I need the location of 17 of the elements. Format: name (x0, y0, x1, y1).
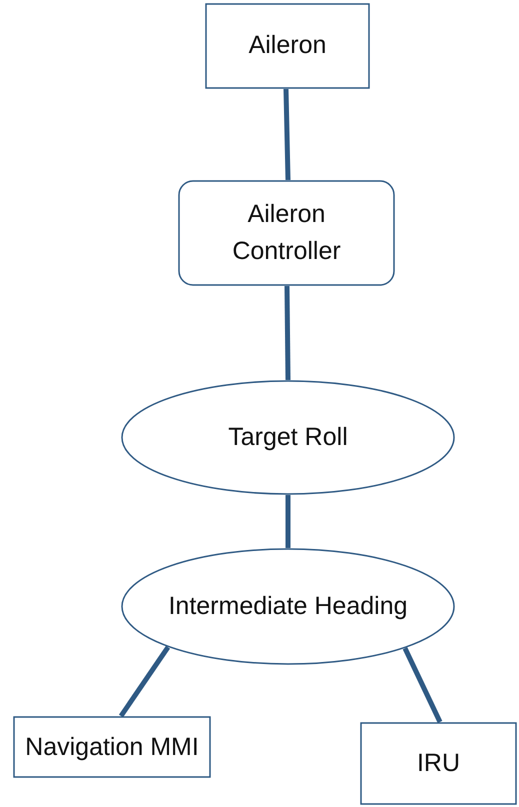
node-label: IRU (416, 748, 460, 779)
connector-line (286, 495, 290, 548)
rounded-box (178, 180, 395, 286)
process-box (13, 716, 211, 778)
node-label: Aileron (248, 30, 326, 62)
node-label: Navigation MMI (25, 732, 199, 762)
process-box (360, 722, 517, 805)
connector-line (118, 646, 170, 718)
ellipse-node (121, 380, 455, 495)
connector-line (284, 286, 290, 380)
node-label: Intermediate Heading (168, 590, 408, 622)
ellipse-node (121, 548, 455, 665)
connector-line (402, 647, 442, 724)
node-label: Aileron Controller (231, 198, 342, 267)
connector-line (284, 88, 290, 180)
node-label: Target Roll (228, 422, 348, 453)
process-box (205, 3, 370, 89)
